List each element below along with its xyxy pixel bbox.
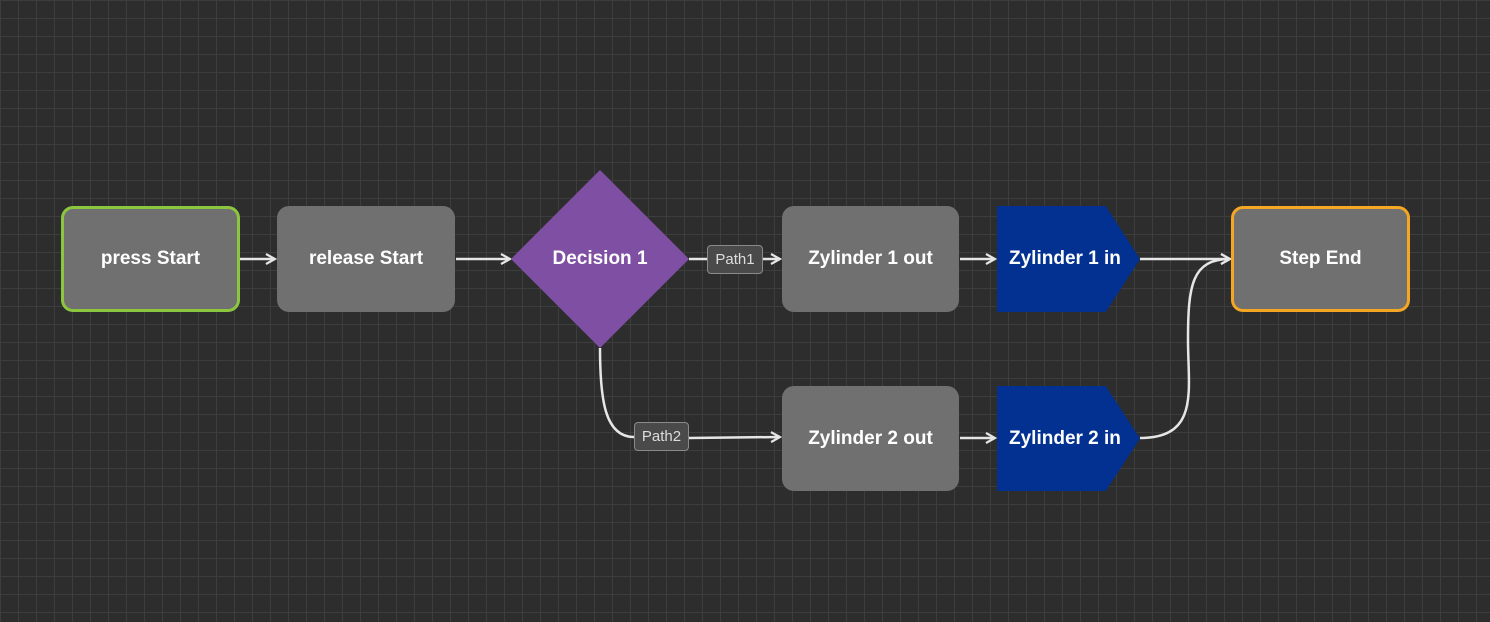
connector-zylinder-2-in-to-end[interactable]	[1139, 259, 1230, 440]
step-zylinder-1-out-label: Zylinder 1 out	[808, 248, 933, 269]
decision-1-label: Decision 1	[552, 248, 648, 269]
decision-diamond[interactable]	[511, 170, 689, 348]
step-release-start[interactable]: release Start	[277, 206, 455, 312]
action-zylinder-1-in[interactable]: Zylinder 1 in	[997, 206, 1140, 312]
step-zylinder-2-out-label: Zylinder 2 out	[808, 427, 933, 449]
step-end[interactable]: Step End	[1231, 206, 1410, 312]
action-zylinder-2-in-label: Zylinder 2 in	[1009, 427, 1121, 449]
action-zylinder-2-in[interactable]: Zylinder 2 in	[997, 386, 1140, 491]
path2-label[interactable]: Path2	[634, 422, 689, 451]
step-press-start[interactable]: press Start	[61, 206, 240, 312]
step-press-start-label: press Start	[100, 248, 201, 269]
connector-decision-to-path2[interactable]	[598, 347, 635, 439]
step-zylinder-1-out[interactable]: Zylinder 1 out	[782, 206, 959, 312]
connector-path2-to-zylinder-2-out[interactable]	[688, 437, 780, 438]
step-release-start-label: release Start	[308, 248, 424, 269]
step-end-label: Step End	[1279, 248, 1362, 269]
action-zylinder-1-in-label: Zylinder 1 in	[1009, 248, 1121, 269]
step-zylinder-2-out[interactable]: Zylinder 2 out	[782, 386, 959, 491]
path1-label[interactable]: Path1	[707, 245, 763, 274]
